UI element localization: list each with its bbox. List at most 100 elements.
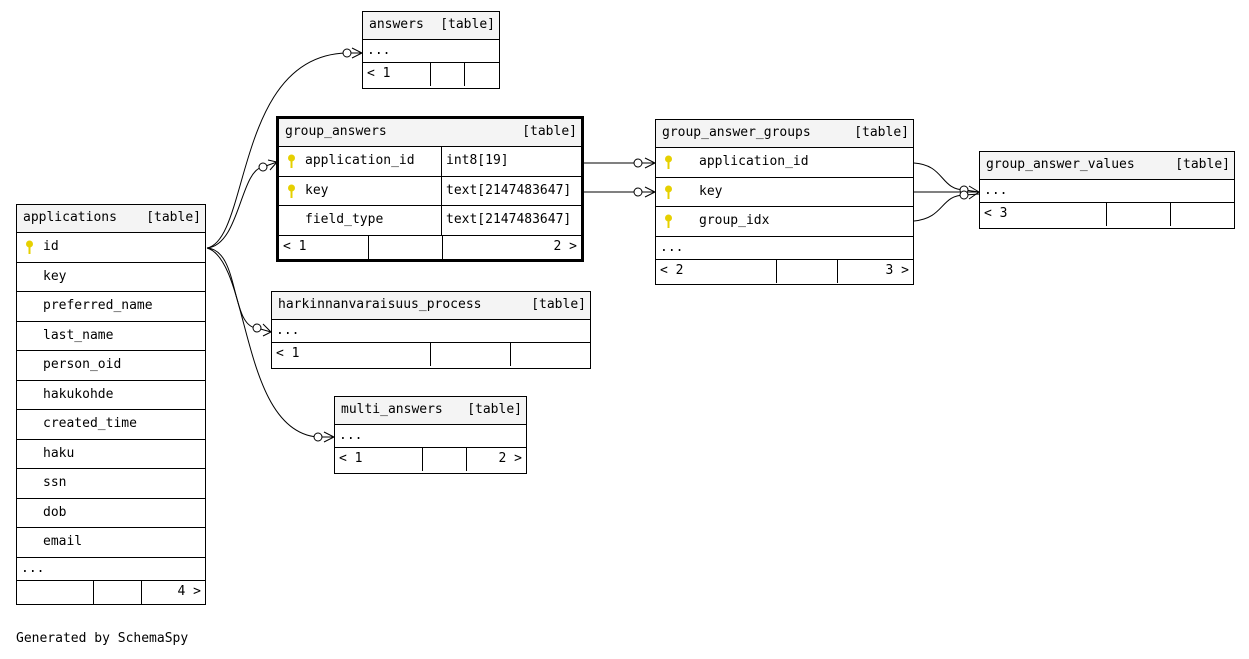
column-name: field_type bbox=[305, 212, 384, 227]
more-columns: ... bbox=[272, 320, 590, 343]
edge-end-circle bbox=[258, 162, 268, 172]
column-row: id bbox=[17, 233, 205, 263]
child-count: 4 > bbox=[177, 583, 201, 599]
column-type: text[2147483647] bbox=[441, 176, 581, 205]
table-name: harkinnanvaraisuus_process bbox=[278, 297, 482, 312]
table-header: answers [table] bbox=[363, 12, 499, 40]
table-kind: [table] bbox=[1175, 157, 1230, 172]
column-name: application_id bbox=[305, 153, 415, 168]
table-footer: < 1 bbox=[363, 63, 499, 86]
column-name: key bbox=[43, 268, 67, 284]
child-count: 2 > bbox=[498, 451, 522, 466]
table-group-answer-groups[interactable]: group_answer_groups [table] application_… bbox=[655, 119, 914, 285]
edge-end-circle bbox=[959, 190, 969, 200]
table-kind: [table] bbox=[854, 125, 909, 140]
parent-count: < 1 bbox=[283, 238, 307, 254]
table-header: group_answers [table] bbox=[279, 119, 581, 147]
primary-key-icon bbox=[665, 185, 672, 199]
parent-count: < 1 bbox=[367, 66, 391, 81]
primary-key-icon bbox=[26, 240, 33, 254]
column-name: key bbox=[699, 183, 723, 199]
column-type: int8[19] bbox=[441, 147, 581, 176]
column-row: person_oid bbox=[17, 351, 205, 381]
column-name: email bbox=[43, 534, 83, 549]
primary-key-icon bbox=[665, 155, 672, 169]
edge-applications-group-answers bbox=[206, 161, 278, 249]
column-name: preferred_name bbox=[43, 298, 153, 313]
table-footer: < 2 3 > bbox=[656, 259, 913, 283]
edge-groups-values-group-idx bbox=[913, 193, 980, 222]
column-row: ssn bbox=[17, 469, 205, 499]
parent-count: < 1 bbox=[339, 451, 363, 466]
more-columns: ... bbox=[656, 237, 913, 260]
column-row: email bbox=[17, 528, 205, 558]
column-row: last_name bbox=[17, 322, 205, 351]
edge-applications-answers bbox=[206, 52, 362, 249]
generated-by-label: Generated by SchemaSpy bbox=[16, 631, 189, 646]
table-footer: < 1 bbox=[272, 343, 590, 366]
table-name: multi_answers bbox=[341, 402, 443, 417]
edge-end-circle bbox=[252, 323, 262, 333]
column-row: application_id bbox=[656, 148, 913, 178]
column-row: preferred_name bbox=[17, 292, 205, 322]
column-name: haku bbox=[43, 445, 75, 461]
table-header: multi_answers [table] bbox=[335, 397, 526, 425]
column-row: created_time bbox=[17, 410, 205, 440]
table-header: group_answer_values [table] bbox=[980, 152, 1234, 180]
edge-end-circle bbox=[342, 48, 352, 58]
column-row: application_id int8[19] bbox=[279, 147, 581, 177]
column-row: hakukohde bbox=[17, 381, 205, 410]
column-name: created_time bbox=[43, 416, 137, 431]
table-applications[interactable]: applications [table] id key preferred_na… bbox=[16, 204, 206, 605]
column-name: dob bbox=[43, 504, 67, 520]
table-name: answers bbox=[369, 17, 424, 32]
table-header: harkinnanvaraisuus_process [table] bbox=[272, 292, 590, 320]
child-count: 3 > bbox=[885, 262, 909, 278]
column-type: text[2147483647] bbox=[441, 206, 581, 235]
table-harkinnanvaraisuus-process[interactable]: harkinnanvaraisuus_process [table] ... <… bbox=[271, 291, 591, 369]
table-name: group_answer_values bbox=[986, 157, 1135, 172]
column-row: key bbox=[656, 178, 913, 207]
parent-count: < 1 bbox=[276, 346, 300, 361]
column-row: field_type text[2147483647] bbox=[279, 206, 581, 236]
column-name: last_name bbox=[43, 327, 114, 343]
table-kind: [table] bbox=[146, 210, 201, 225]
column-row: haku bbox=[17, 440, 205, 469]
column-name: group_idx bbox=[699, 213, 770, 228]
child-count: 2 > bbox=[553, 238, 577, 254]
primary-key-icon bbox=[288, 154, 295, 168]
more-columns: ... bbox=[17, 558, 205, 581]
edge-end-circle bbox=[313, 432, 323, 442]
table-header: group_answer_groups [table] bbox=[656, 120, 913, 148]
table-footer: 4 > bbox=[17, 580, 205, 604]
table-kind: [table] bbox=[440, 17, 495, 32]
column-name: ssn bbox=[43, 475, 67, 490]
column-name: key bbox=[305, 182, 329, 198]
table-footer: < 3 bbox=[980, 203, 1234, 226]
column-row: dob bbox=[17, 499, 205, 528]
table-kind: [table] bbox=[522, 124, 577, 139]
column-row: group_idx bbox=[656, 207, 913, 237]
table-kind: [table] bbox=[467, 402, 522, 417]
column-name: person_oid bbox=[43, 357, 122, 372]
more-columns: ... bbox=[980, 180, 1234, 203]
table-name: group_answer_groups bbox=[662, 125, 811, 140]
table-footer: < 1 2 > bbox=[335, 448, 526, 471]
table-answers[interactable]: answers [table] ... < 1 bbox=[362, 11, 500, 89]
table-group-answers[interactable]: group_answers [table] application_id int… bbox=[276, 116, 584, 262]
column-name: application_id bbox=[699, 154, 809, 169]
edge-end-circle bbox=[633, 158, 643, 168]
table-footer: < 1 2 > bbox=[279, 235, 581, 259]
table-multi-answers[interactable]: multi_answers [table] ... < 1 2 > bbox=[334, 396, 527, 474]
edge-applications-harkinnanvaraisuus bbox=[206, 247, 272, 333]
edge-applications-multi-answers bbox=[206, 247, 334, 438]
column-row: key bbox=[17, 263, 205, 292]
primary-key-icon bbox=[288, 184, 295, 198]
column-name: id bbox=[43, 239, 59, 254]
table-group-answer-values[interactable]: group_answer_values [table] ... < 3 bbox=[979, 151, 1235, 229]
primary-key-icon bbox=[665, 214, 672, 228]
edge-groups-values-application-id bbox=[913, 162, 980, 193]
table-name: group_answers bbox=[285, 124, 387, 139]
column-name: hakukohde bbox=[43, 386, 114, 402]
